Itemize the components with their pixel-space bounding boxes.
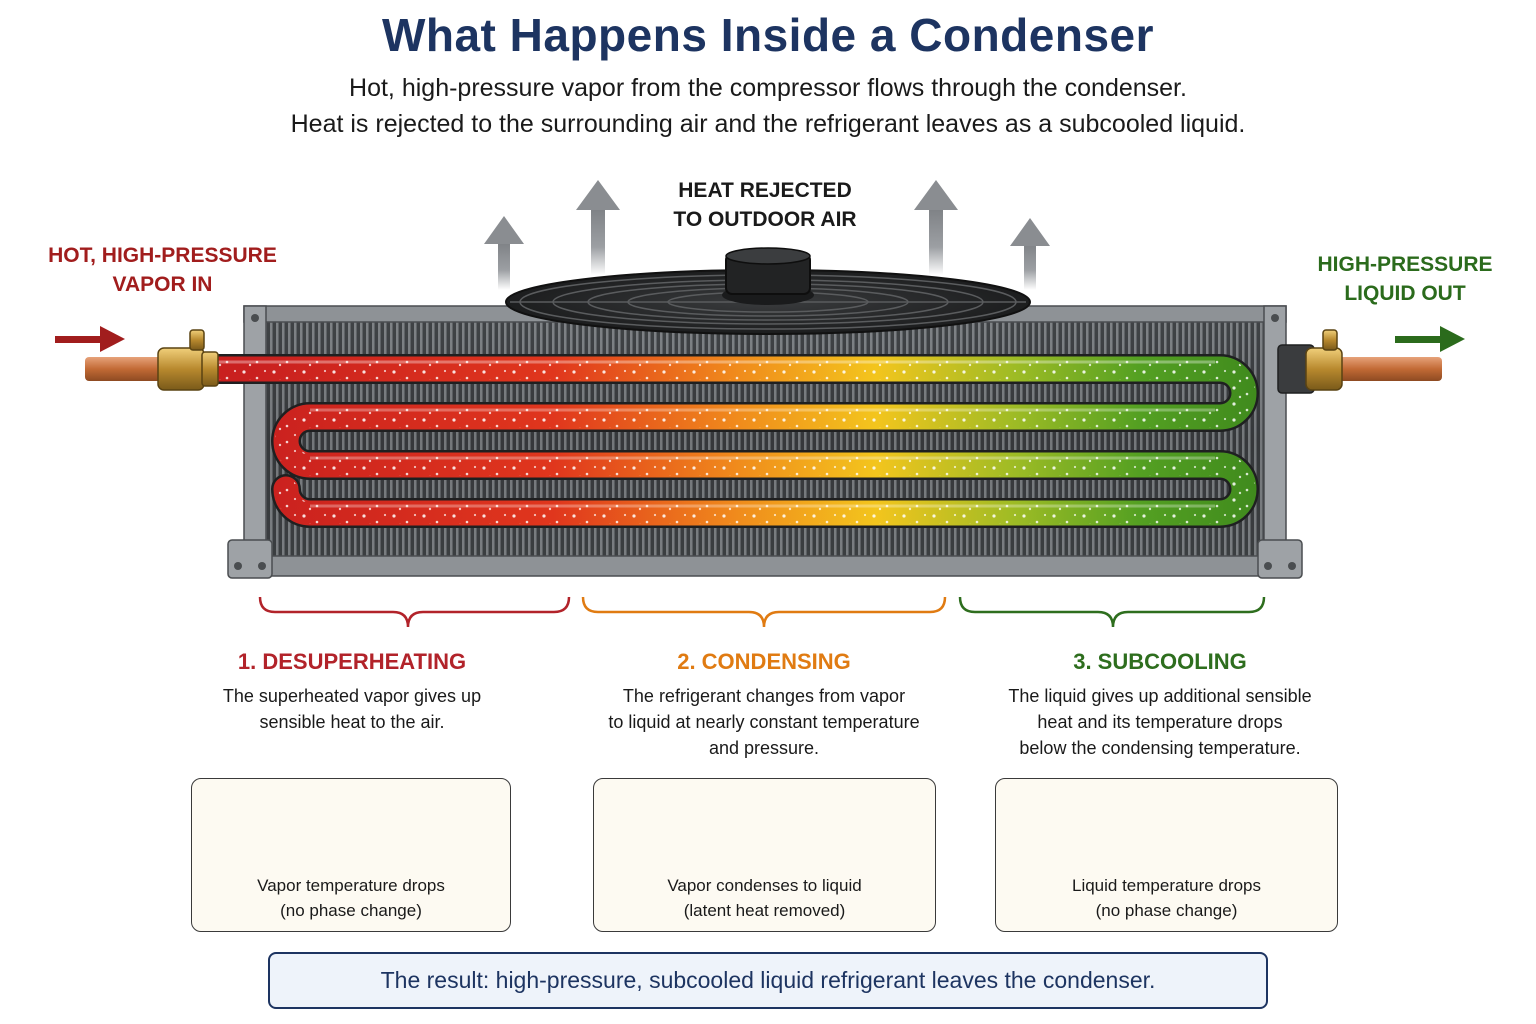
outlet-label: HIGH-PRESSURE LIQUID OUT <box>1300 250 1510 308</box>
heat-arrows <box>484 180 1050 290</box>
heat-label-line-1: HEAT REJECTED <box>678 179 852 202</box>
subtitle-line-2: Heat is rejected to the surrounding air … <box>290 110 1246 138</box>
card-subcooling: Liquid temperature drops (no phase chang… <box>995 778 1338 932</box>
stage-title-subcooling: 3. SUBCOOLING <box>1073 649 1247 674</box>
card-text-line: Vapor condenses to liquid <box>667 876 862 895</box>
heat-label: HEAT REJECTED TO OUTDOOR AIR <box>620 176 910 234</box>
card-desuperheating: Vapor temperature drops (no phase change… <box>191 778 511 932</box>
condenser-coil <box>227 305 1315 579</box>
result-banner: The result: high-pressure, subcooled liq… <box>268 952 1268 1009</box>
stage-title-desuperheating: 1. DESUPERHEATING <box>237 649 467 674</box>
fan-icon <box>505 247 1031 335</box>
stage-desc-line: below the condensing temperature. <box>1019 738 1301 758</box>
brace-condensing <box>581 596 947 628</box>
heat-label-line-2: TO OUTDOOR AIR <box>673 208 857 231</box>
arrow-up-icon <box>576 180 620 275</box>
outlet-label-line-2: LIQUID OUT <box>1344 282 1466 305</box>
card-condensing: Vapor condenses to liquid (latent heat r… <box>593 778 936 932</box>
arrow-up-icon <box>484 216 524 290</box>
outlet-label-line-1: HIGH-PRESSURE <box>1317 253 1493 276</box>
card-text: Vapor temperature drops (no phase change… <box>192 873 510 923</box>
arrow-up-icon <box>914 180 958 275</box>
stage-title-condensing: 2. CONDENSING <box>677 649 851 674</box>
stage-desc-line: The superheated vapor gives up <box>222 686 482 706</box>
stage-desc-subcooling: The liquid gives up additional sensible … <box>975 683 1345 761</box>
card-text: Liquid temperature drops (no phase chang… <box>996 873 1337 923</box>
stage-desc-line: The liquid gives up additional sensible <box>1008 686 1312 706</box>
stage-desc-line: sensible heat to the air. <box>259 712 445 732</box>
stage-desc-line: The refrigerant changes from vapor <box>622 686 906 706</box>
page-title: What Happens Inside a Condenser <box>381 9 1155 61</box>
stage-desc-line: to liquid at nearly constant temperature <box>608 712 920 732</box>
card-text: Vapor condenses to liquid (latent heat r… <box>594 873 935 923</box>
brace-desuperheating <box>258 596 571 628</box>
inlet-fitting <box>157 329 219 391</box>
inlet-label: HOT, HIGH-PRESSURE VAPOR IN <box>40 241 285 299</box>
outlet-fitting <box>1305 329 1343 391</box>
card-text-line: Vapor temperature drops <box>257 876 445 895</box>
card-text-line: Liquid temperature drops <box>1071 876 1261 895</box>
card-text-line: (no phase change) <box>1095 901 1238 920</box>
arrow-right-icon <box>55 326 125 352</box>
stage-desc-line: heat and its temperature drops <box>1037 712 1283 732</box>
outlet-pipe <box>1330 357 1442 381</box>
arrow-up-icon <box>1010 218 1050 290</box>
card-text-line: (no phase change) <box>280 901 422 920</box>
subtitle-line-1: Hot, high-pressure vapor from the compre… <box>349 74 1187 102</box>
arrow-right-icon <box>1395 326 1465 352</box>
stage-desc-condensing: The refrigerant changes from vapor to li… <box>580 683 948 761</box>
stage-desc-desuperheating: The superheated vapor gives up sensible … <box>192 683 512 735</box>
stage-desc-line: and pressure. <box>708 738 820 758</box>
inlet-label-line-2: VAPOR IN <box>112 273 213 296</box>
card-text-line: (latent heat removed) <box>683 901 846 920</box>
refrigerant-tube <box>190 354 1259 528</box>
brace-subcooling <box>958 596 1266 628</box>
inlet-label-line-1: HOT, HIGH-PRESSURE <box>48 244 277 267</box>
